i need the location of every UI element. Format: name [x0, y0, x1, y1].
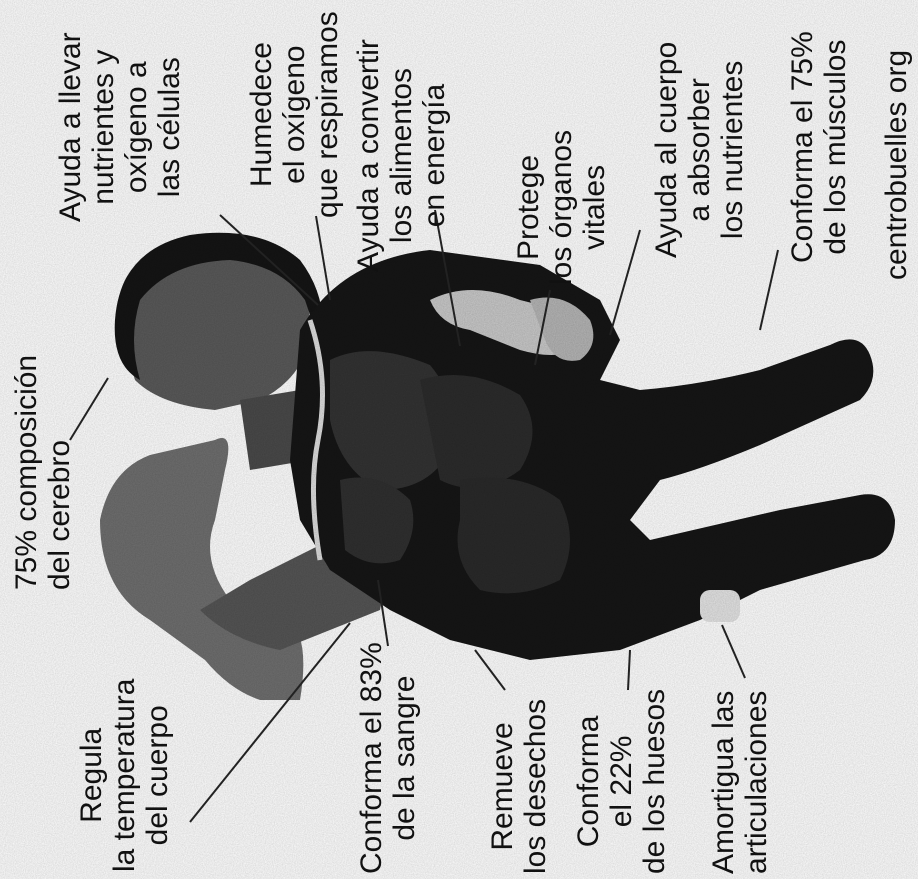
label-line: Ayuda al cuerpo — [650, 42, 683, 258]
label-line: la temperatura — [108, 679, 141, 872]
label-line: Conforma el 75% — [786, 31, 819, 263]
leader-joints — [722, 625, 745, 678]
label-brain-composition: 75% composición del cerebro — [10, 355, 76, 590]
label-blood: Conforma el 83% de la sangre — [355, 642, 421, 874]
label-converts-food: Ayuda a convertir los alimentos en energ… — [352, 39, 451, 272]
label-line: Remueve — [486, 699, 519, 874]
label-line: de la sangre — [388, 642, 421, 874]
label-line: los nutrientes — [716, 42, 749, 258]
label-removes-waste: Remueve los desechos — [486, 699, 552, 874]
label-line: Conforma el 83% — [355, 642, 388, 874]
leader-absorb — [610, 230, 640, 335]
label-line: Humedece — [245, 11, 278, 218]
label-line: Regula — [75, 679, 108, 872]
label-line: Protege — [512, 130, 545, 285]
label-line: 75% composición — [10, 355, 43, 590]
label-line: oxígeno a — [120, 32, 153, 222]
label-carries-nutrients: Ayuda a llevar nutrientes y oxígeno a la… — [54, 32, 186, 222]
label-line: del cuerpo — [141, 679, 174, 872]
label-line: Ayuda a convertir — [352, 39, 385, 272]
label-line: el 22% — [605, 689, 638, 874]
label-line: nutrientes y — [87, 32, 120, 222]
label-line: de los músculos — [819, 31, 852, 263]
label-line: los desechos — [519, 699, 552, 874]
leader-oxy — [316, 216, 330, 300]
label-line: articulaciones — [740, 691, 773, 874]
label-protects-organs: Protege los órganos vitales — [512, 130, 611, 285]
label-line: centrobuelles org — [880, 50, 913, 280]
label-line: Amortigua las — [707, 691, 740, 874]
label-line: los alimentos — [385, 39, 418, 272]
label-regulates-temperature: Regula la temperatura del cuerpo — [75, 679, 174, 872]
label-line: las células — [153, 32, 186, 222]
label-bones: Conforma el 22% de los huesos — [572, 689, 671, 874]
label-joints: Amortigua las articulaciones — [707, 691, 773, 874]
label-line: en energía — [418, 39, 451, 272]
label-line: que respiramos — [311, 11, 344, 218]
label-line: vitales — [578, 130, 611, 285]
label-muscles: Conforma el 75% de los músculos — [786, 31, 852, 263]
label-line: los órganos — [545, 130, 578, 285]
label-line: a absorber — [683, 42, 716, 258]
label-cut-off-text: centrobuelles org — [880, 50, 913, 280]
label-line: Conforma — [572, 689, 605, 874]
label-line: de los huesos — [638, 689, 671, 874]
knee-joint — [700, 590, 740, 622]
leader-bones — [628, 650, 630, 690]
label-line: el oxígeno — [278, 11, 311, 218]
leader-muscles — [760, 250, 778, 330]
label-absorbs-nutrients: Ayuda al cuerpo a absorber los nutriente… — [650, 42, 749, 258]
label-line: Ayuda a llevar — [54, 32, 87, 222]
label-moistens-oxygen: Humedece el oxígeno que respiramos — [245, 11, 344, 218]
leader-waste — [475, 650, 505, 690]
label-line: del cerebro — [43, 355, 76, 590]
